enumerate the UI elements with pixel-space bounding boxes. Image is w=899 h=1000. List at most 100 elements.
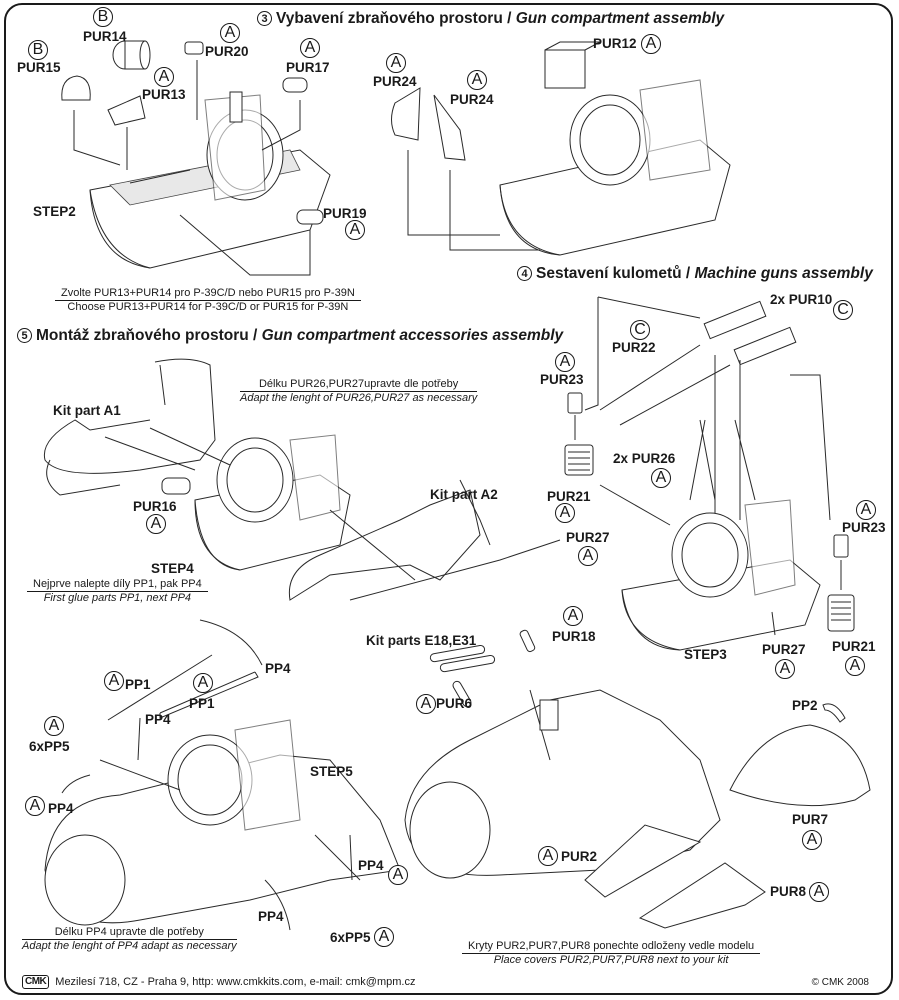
pp2-part <box>822 703 846 723</box>
label-pur23-right: PUR23 <box>842 520 886 535</box>
pur6-part <box>452 680 472 708</box>
sheet-a-badge: A <box>25 796 45 816</box>
pur20-part <box>184 41 204 55</box>
label-pp4-top: PP4 <box>265 661 291 676</box>
label-pur23-left: PUR23 <box>540 372 584 387</box>
sheet-a-badge: A <box>467 70 487 90</box>
label-kit-part-a2: Kit part A2 <box>430 487 498 502</box>
label-pur16: PUR16 <box>133 499 177 514</box>
step5-nose-assembly-drawing <box>44 671 401 926</box>
pur16-part <box>161 477 191 495</box>
note-adapt-pur26-pur27: Délku PUR26,PUR27upravte dle potřeby Ada… <box>240 378 478 404</box>
note-adapt-pp4: Délku PP4 upravte dle potřeby Adapt the … <box>22 926 237 952</box>
sheet-a-badge: A <box>44 716 64 736</box>
label-pur21-right: PUR21 <box>832 639 876 654</box>
footer: CMK Mezilesí 718, CZ - Praha 9, http: ww… <box>22 975 415 989</box>
label-step2: STEP2 <box>33 204 76 219</box>
sheet-b-badge: B <box>28 40 48 60</box>
label-pur24-right: PUR24 <box>450 92 494 107</box>
kit-part-a1-drawing <box>43 358 216 496</box>
label-step3: STEP3 <box>684 647 727 662</box>
label-pp1-right: PP1 <box>189 696 215 711</box>
pp4-arc-mid <box>137 717 141 761</box>
step-number-badge: 5 <box>17 328 32 343</box>
sheet-a-badge: A <box>416 694 436 714</box>
sheet-a-badge: A <box>809 882 829 902</box>
label-pur7: PUR7 <box>792 812 829 827</box>
pur23-part-left <box>567 392 583 414</box>
pur24-part-left <box>391 87 421 141</box>
sheet-a-badge: A <box>641 34 661 54</box>
sheet-b-badge: B <box>93 7 113 27</box>
sheet-c-badge: C <box>833 300 853 320</box>
pur19-part <box>296 209 324 225</box>
pur24-part-right <box>433 94 466 161</box>
label-6xpp5-left: 6xPP5 <box>29 739 70 754</box>
sheet-a-badge: A <box>845 656 865 676</box>
label-pur24-left: PUR24 <box>373 74 417 89</box>
label-pur22: PUR22 <box>612 340 656 355</box>
label-pur10: 2x PUR10 <box>770 292 833 307</box>
machine-guns-drawing <box>584 296 797 426</box>
sheet-a-badge: A <box>388 865 408 885</box>
sheet-a-badge: A <box>104 671 124 691</box>
kit-parts-e18-e31 <box>429 644 486 663</box>
label-pur8: PUR8 <box>770 884 807 899</box>
sheet-a-badge: A <box>220 23 240 43</box>
pur15-part <box>61 75 91 101</box>
sheet-c-badge: C <box>630 320 650 340</box>
sheet-a-badge: A <box>345 220 365 240</box>
sheet-a-badge: A <box>802 830 822 850</box>
pur21-part-right <box>827 594 855 632</box>
label-pur15: PUR15 <box>17 60 61 75</box>
label-pur27-left: PUR27 <box>566 530 610 545</box>
sheet-a-badge: A <box>193 673 213 693</box>
kit-parts-e18-e31-b <box>439 654 496 673</box>
footer-address: Mezilesí 718, CZ - Praha 9, http: www.cm… <box>55 976 416 988</box>
pp4-arc-left <box>61 774 91 794</box>
step2-compartment-drawing <box>89 91 331 269</box>
label-pur17: PUR17 <box>286 60 330 75</box>
label-pur6: PUR6 <box>436 696 473 711</box>
sheet-a-badge: A <box>300 38 320 58</box>
sheet-a-badge: A <box>146 514 166 534</box>
pur23-part-right <box>833 534 849 558</box>
label-pur26: 2x PUR26 <box>613 451 676 466</box>
sheet-a-badge: A <box>374 927 394 947</box>
label-pp4-left: PP4 <box>48 801 74 816</box>
pp1-strip <box>107 654 213 721</box>
sheet-a-badge: A <box>555 503 575 523</box>
label-pp1-left: PP1 <box>125 677 151 692</box>
pur18-part <box>519 629 536 653</box>
sheet-a-badge: A <box>386 53 406 73</box>
gun-compartment-drawing <box>499 41 731 256</box>
label-kit-parts-e18-e31: Kit parts E18,E31 <box>366 633 477 648</box>
pur13-part <box>107 95 146 126</box>
cmk-logo: CMK <box>22 975 50 989</box>
step4-compartment-drawing <box>194 434 351 571</box>
pp4-arc-right <box>349 834 353 881</box>
label-kit-part-a1: Kit part A1 <box>53 403 121 418</box>
instruction-sheet-border <box>4 3 893 995</box>
label-pur27-right: PUR27 <box>762 642 806 657</box>
label-pur14: PUR14 <box>83 29 127 44</box>
pur7-cover <box>729 724 871 807</box>
label-pp2: PP2 <box>792 698 818 713</box>
label-pur13: PUR13 <box>142 87 186 102</box>
label-pur20: PUR20 <box>205 44 249 59</box>
sheet-a-badge: A <box>538 846 558 866</box>
label-pur18: PUR18 <box>552 629 596 644</box>
sheet-a-badge: A <box>154 67 174 87</box>
label-pur21-left: PUR21 <box>547 489 591 504</box>
pp4-arc-top <box>199 619 263 666</box>
step3-compartment-drawing <box>621 499 821 651</box>
note-covers: Kryty PUR2,PUR7,PUR8 ponechte odloženy v… <box>462 940 761 967</box>
pur2-cover <box>584 824 702 898</box>
note-choose-parts: Zvolte PUR13+PUR14 pro P-39C/D nebo PUR1… <box>55 287 361 314</box>
label-pp4-bottom: PP4 <box>258 909 284 924</box>
label-pur19: PUR19 <box>323 206 367 221</box>
